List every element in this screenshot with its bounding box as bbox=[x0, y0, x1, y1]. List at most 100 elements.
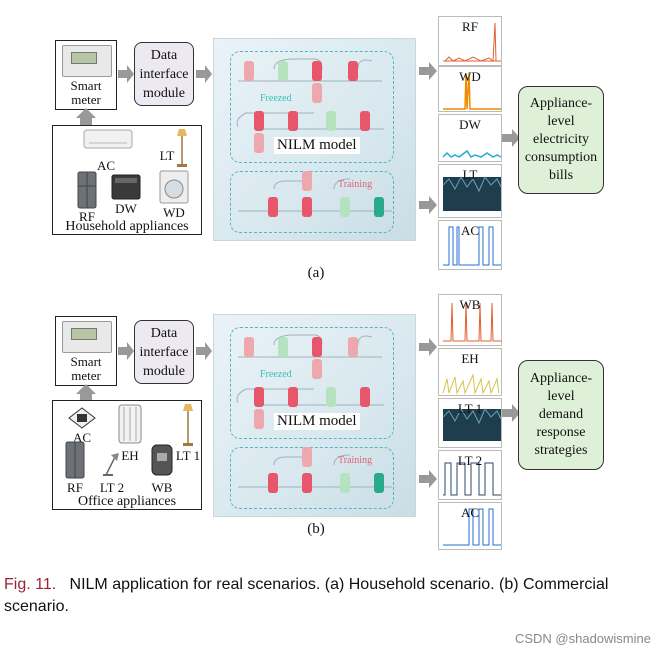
network-connections bbox=[236, 334, 392, 488]
output-label-3: demand bbox=[538, 407, 584, 422]
ceiling-ac-icon bbox=[68, 407, 96, 429]
output-box-bills: Appliance- level electricity consumption… bbox=[518, 86, 604, 194]
appliances-title: Office appliances bbox=[77, 494, 177, 509]
layer-block bbox=[340, 473, 350, 493]
data-interface-module: Data interface module bbox=[134, 320, 194, 384]
layer-block bbox=[312, 359, 322, 379]
arrow-right-icon bbox=[502, 404, 520, 422]
water-boiler-icon bbox=[151, 444, 173, 476]
chart-label-wd: WD bbox=[459, 69, 481, 84]
output-label-5: bills bbox=[548, 168, 574, 183]
layer-block bbox=[302, 171, 312, 191]
chart-label-ac: AC bbox=[460, 505, 480, 520]
arrow-up-icon bbox=[76, 384, 96, 402]
refrigerator-icon bbox=[65, 441, 85, 479]
arrow-right-icon bbox=[419, 338, 437, 356]
appliance-label-ac: AC bbox=[96, 158, 116, 173]
figure-caption-text: NILM application for real scenarios. (a)… bbox=[4, 576, 609, 615]
layer-block bbox=[348, 337, 358, 357]
layer-block bbox=[288, 387, 298, 407]
layer-block bbox=[278, 337, 288, 357]
arrow-up-icon bbox=[76, 108, 96, 128]
appliance-label-eh: EH bbox=[121, 448, 139, 463]
electric-heater-icon bbox=[118, 404, 142, 444]
data-interface-module: Data interface module bbox=[134, 42, 194, 106]
output-label-1: Appliance- bbox=[529, 96, 593, 111]
chart-lt2: LT 2 bbox=[438, 450, 502, 500]
panel-caption-b: (b) bbox=[307, 521, 325, 537]
watermark: CSDN @shadowismine bbox=[514, 631, 651, 646]
arrow-right-icon bbox=[118, 342, 134, 360]
output-label-1: Appliance- bbox=[529, 371, 593, 386]
layer-block bbox=[254, 409, 264, 429]
layer-block bbox=[288, 111, 298, 131]
appliance-label-rf: RF bbox=[67, 480, 83, 495]
freezed-layers-region bbox=[230, 327, 394, 439]
arrow-right-icon bbox=[419, 62, 437, 80]
data-interface-label-1: Data bbox=[150, 326, 178, 341]
chart-lt1: LT 1 bbox=[438, 398, 502, 448]
arrow-right-icon bbox=[118, 65, 134, 83]
layer-block bbox=[268, 197, 278, 217]
layer-block bbox=[244, 337, 254, 357]
output-label-5: strategies bbox=[534, 443, 588, 458]
training-layers-region bbox=[230, 171, 394, 233]
arrow-right-icon bbox=[196, 65, 212, 83]
chart-label-dw: DW bbox=[459, 117, 481, 132]
chart-label-eh: EH bbox=[461, 351, 479, 366]
smart-meter-label-1: Smart bbox=[70, 354, 102, 369]
output-label-4: response bbox=[536, 425, 586, 440]
layer-block bbox=[326, 111, 336, 131]
data-interface-label-3: module bbox=[143, 364, 185, 379]
output-box-strategies: Appliance- level demand response strateg… bbox=[518, 360, 604, 470]
lamp-icon bbox=[177, 129, 187, 167]
layer-block bbox=[374, 473, 384, 493]
layer-block bbox=[278, 61, 288, 81]
chart-label-rf: RF bbox=[462, 19, 478, 34]
arrow-right-icon bbox=[196, 342, 212, 360]
appliance-label-ac: AC bbox=[72, 430, 92, 445]
figure-caption: Fig. 11. NILM application for real scena… bbox=[4, 574, 659, 618]
freezed-label: Freezed bbox=[260, 93, 292, 104]
chart-wd: WD bbox=[438, 66, 502, 112]
nilm-model-label: NILM model bbox=[274, 413, 360, 430]
chart-wb: WB bbox=[438, 294, 502, 346]
layer-block bbox=[312, 61, 322, 81]
layer-block bbox=[302, 447, 312, 467]
smart-meter-icon bbox=[62, 45, 112, 77]
air-conditioner-icon bbox=[83, 129, 133, 149]
layer-block bbox=[302, 197, 312, 217]
layer-block bbox=[254, 111, 264, 131]
chart-dw: DW bbox=[438, 114, 502, 162]
data-interface-label-1: Data bbox=[150, 48, 178, 63]
layer-block bbox=[374, 197, 384, 217]
smart-meter-label-2: meter bbox=[71, 368, 101, 383]
smart-meter-icon bbox=[62, 321, 112, 353]
dishwasher-icon bbox=[111, 174, 141, 200]
appliance-label-wd: WD bbox=[163, 205, 185, 220]
freezed-label: Freezed bbox=[260, 369, 292, 380]
chart-eh: EH bbox=[438, 348, 502, 396]
data-interface-label-2: interface bbox=[139, 345, 189, 360]
appliance-label-dw: DW bbox=[115, 201, 137, 216]
nilm-model-panel: Freezed NILM model Training bbox=[213, 314, 416, 517]
nilm-model-panel: Freezed NILM model Training bbox=[213, 38, 416, 241]
washing-machine-icon bbox=[159, 170, 189, 204]
household-appliances-box: AC LT RF DW WD Household appliances bbox=[52, 125, 202, 235]
data-interface-label-2: interface bbox=[139, 67, 189, 82]
training-label: Training bbox=[338, 455, 373, 466]
smart-meter-box: Smart meter bbox=[55, 40, 117, 110]
output-label-2: level bbox=[547, 389, 575, 404]
appliance-label-lt: LT bbox=[159, 148, 175, 163]
panel-b: Smart meter Data interface module AC EH … bbox=[0, 290, 663, 550]
training-layers-region bbox=[230, 447, 394, 509]
data-interface-label-3: module bbox=[143, 86, 185, 101]
layer-block bbox=[254, 133, 264, 153]
freezed-layers-region bbox=[230, 51, 394, 163]
chart-rf: RF bbox=[438, 16, 502, 66]
figure-number: Fig. 11. bbox=[4, 576, 57, 593]
output-label-3: electricity bbox=[533, 132, 589, 147]
chart-label-lt2: LT 2 bbox=[457, 453, 483, 468]
smart-meter-box: Smart meter bbox=[55, 316, 117, 386]
office-appliances-box: AC EH LT 1 RF LT 2 WB Office appliances bbox=[52, 400, 202, 510]
